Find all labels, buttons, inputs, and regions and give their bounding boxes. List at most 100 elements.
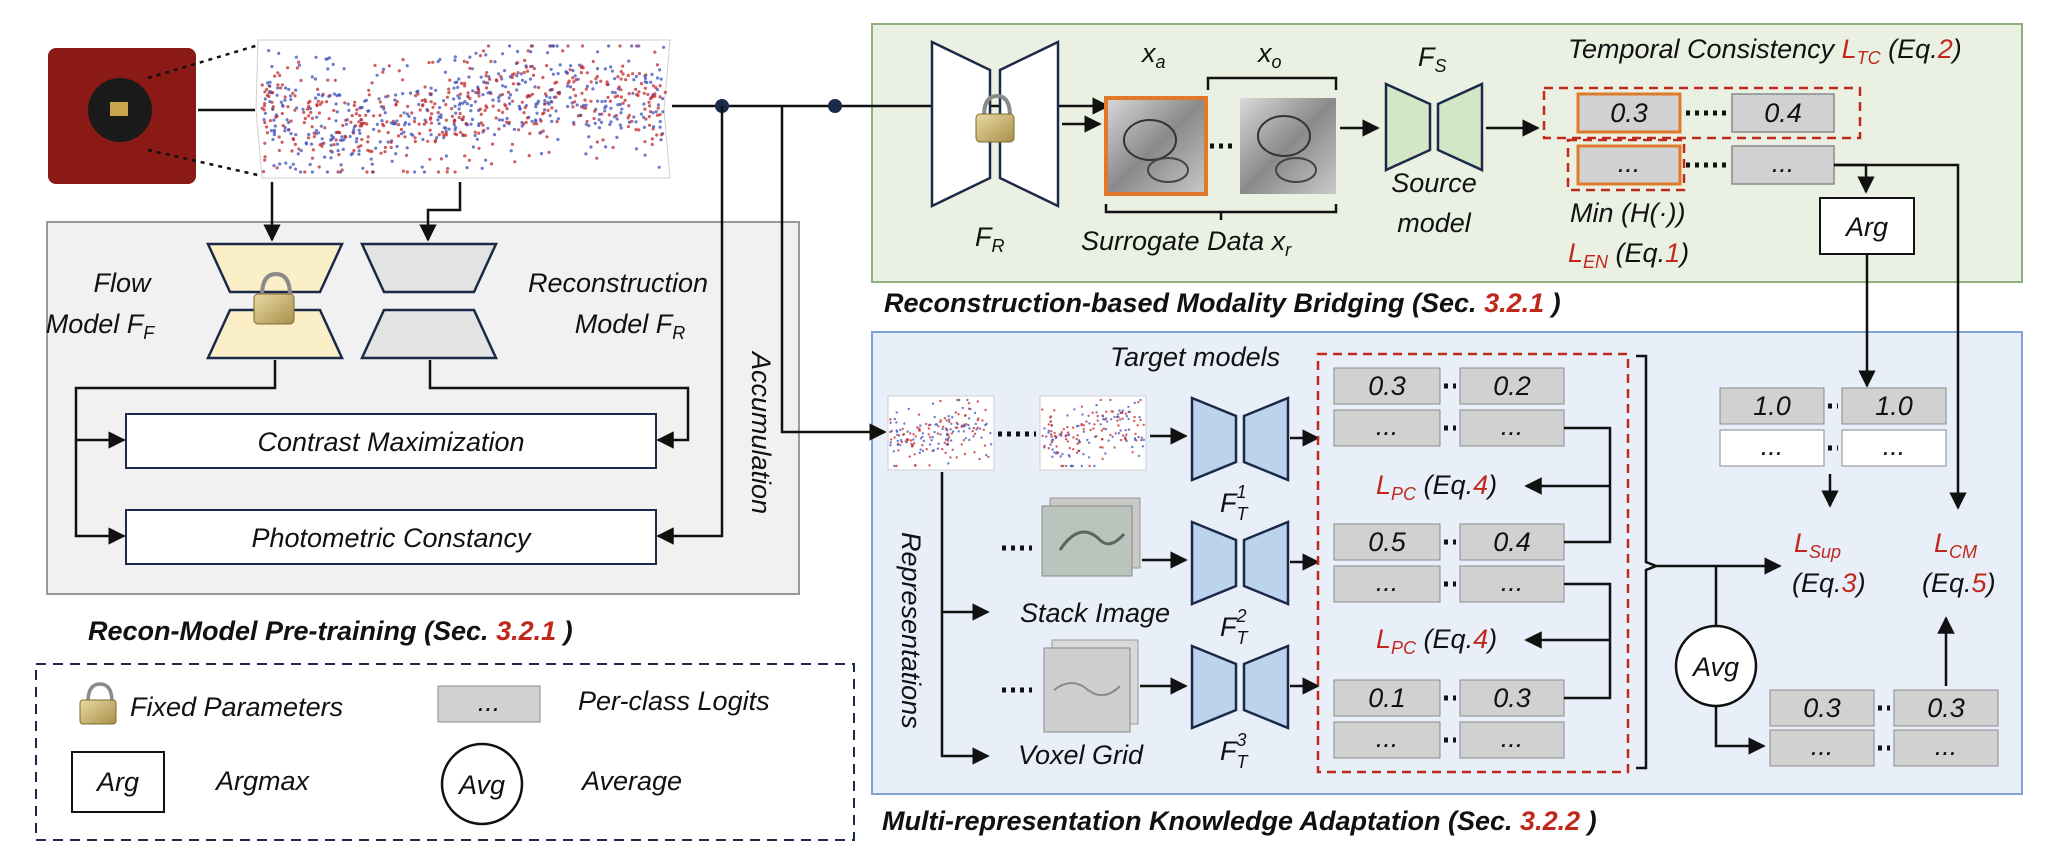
event-dot (366, 148, 370, 152)
event-dot (318, 143, 322, 147)
event-dot (911, 445, 914, 448)
event-dot (1132, 419, 1136, 423)
event-dot (596, 50, 600, 54)
event-dot (1051, 448, 1054, 451)
event-dot (889, 441, 892, 444)
event-dot (359, 118, 363, 122)
event-dot (1099, 446, 1102, 449)
event-dot (284, 86, 288, 90)
event-dot (972, 435, 975, 438)
event-dot (906, 430, 909, 433)
event-dot (484, 74, 488, 78)
event-dot (919, 437, 923, 440)
event-dot (526, 116, 530, 120)
event-dot (301, 107, 305, 111)
event-dot (429, 116, 433, 120)
event-dot (947, 462, 950, 465)
event-stream-image (255, 39, 671, 179)
event-dot (1082, 430, 1086, 433)
event-dot (566, 104, 570, 109)
event-dot (355, 108, 359, 112)
event-dot (565, 71, 569, 75)
event-dot (484, 86, 489, 90)
event-dot (273, 124, 277, 128)
event-dot (302, 121, 306, 125)
event-dot (423, 98, 427, 102)
event-dot (454, 125, 458, 130)
event-dot (342, 67, 346, 71)
event-dot (507, 120, 511, 125)
event-dot (291, 162, 295, 166)
event-dot (320, 137, 324, 141)
event-dot (1095, 403, 1098, 407)
event-dot (461, 133, 465, 137)
event-dot (303, 170, 307, 174)
event-dot (568, 68, 572, 72)
event-dot (329, 156, 333, 160)
event-dot (656, 106, 660, 110)
event-dot (1128, 410, 1132, 413)
event-dot (957, 430, 960, 433)
event-dot (1053, 431, 1056, 435)
event-dot (893, 464, 896, 468)
event-dot (303, 116, 307, 121)
event-dot (659, 77, 663, 81)
event-dot (420, 98, 424, 103)
event-dot (260, 83, 264, 87)
event-dot (1064, 435, 1067, 438)
junction-node (828, 99, 842, 113)
event-dot (1047, 429, 1050, 432)
event-dot (344, 118, 348, 122)
event-dot (520, 100, 524, 104)
event-dot (900, 440, 904, 444)
event-dot (631, 91, 635, 95)
event-dot (497, 99, 501, 103)
event-dot (263, 90, 267, 94)
event-dot (360, 124, 364, 128)
event-dot (1075, 451, 1079, 454)
event-dot (956, 398, 959, 402)
event-dot (973, 432, 977, 435)
event-dot (439, 113, 443, 117)
event-dot (934, 423, 937, 426)
event-dot (395, 144, 399, 149)
event-dot (338, 138, 343, 142)
event-dot (599, 79, 603, 83)
event-dot (546, 108, 550, 112)
event-dot (262, 108, 266, 112)
event-dot (317, 93, 321, 97)
event-dot (1057, 451, 1060, 454)
event-dot (402, 130, 406, 134)
event-dot (1086, 438, 1089, 442)
event-dot (943, 441, 946, 444)
event-dot (438, 106, 442, 110)
logit-value: ... (1501, 567, 1524, 597)
event-dot (1107, 439, 1110, 442)
event-dot (337, 153, 341, 157)
event-dot (524, 64, 528, 68)
logit-value: ... (1376, 723, 1399, 753)
event-dot (458, 101, 462, 105)
event-dot (385, 120, 389, 124)
event-dot (320, 94, 324, 98)
event-dot (524, 120, 528, 124)
event-dot (1053, 409, 1056, 412)
event-dot (650, 142, 654, 147)
event-dot (283, 95, 287, 99)
event-dot (1082, 424, 1086, 427)
event-dot (452, 123, 456, 127)
event-dot (486, 126, 490, 130)
event-dot (520, 78, 525, 82)
event-dot (305, 107, 310, 111)
event-dot (360, 137, 364, 142)
event-dot (659, 133, 664, 137)
event-dot (307, 132, 311, 137)
event-dot (431, 60, 435, 64)
event-dot (916, 426, 919, 429)
event-dot (652, 125, 656, 129)
event-dot (269, 129, 273, 133)
event-dot (941, 427, 944, 431)
event-dot (1068, 455, 1071, 458)
event-dot (1099, 398, 1103, 402)
legend-box (35, 663, 855, 841)
